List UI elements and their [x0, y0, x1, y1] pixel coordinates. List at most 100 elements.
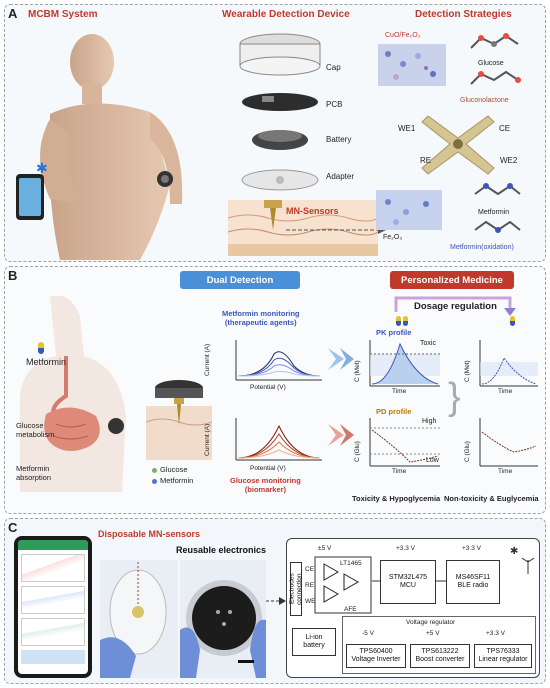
- mcu-supply-voltage: +3.3 V: [396, 545, 415, 552]
- mn-sensor-skin-illustration: [228, 200, 378, 256]
- panel-a-letter: A: [8, 6, 18, 21]
- glucose-current-axis: Current (A): [204, 423, 211, 456]
- fe2o3-particles: [376, 190, 442, 230]
- ble-block: MS46SF11 BLE radio: [446, 560, 500, 604]
- phone-screen: [18, 540, 88, 674]
- metformin-oxidation-label: Metformin(oxidation): [450, 244, 514, 251]
- pin-re: RE: [305, 582, 315, 589]
- metformin-label: Metformin: [478, 209, 510, 216]
- mcu-chip-name: STM32L475: [388, 573, 428, 581]
- metformin-monitoring-title: Metformin monitoring (therapeutic agents…: [222, 309, 300, 327]
- voltage-regulator-box: [342, 616, 536, 674]
- device-layer-battery: Battery: [326, 135, 352, 144]
- disposable-sensors-title: Disposable MN-sensors: [98, 529, 201, 539]
- digestive-body-illustration: [20, 296, 126, 492]
- pk-profile-label: PK profile: [376, 328, 412, 337]
- battery-block: Li-ion battery: [292, 628, 336, 656]
- legend-glucose: Glucose: [160, 465, 188, 474]
- reg1-voltage: -5 V: [362, 630, 374, 637]
- phone-app-screenshot: [14, 536, 92, 678]
- dosage-regulation-arrow: [394, 296, 516, 316]
- gluconolactone-molecule: [470, 70, 521, 85]
- photo-to-schematic-arrow: [266, 597, 286, 605]
- glucose-monitoring-title: Glucose monitoring (biomarker): [230, 476, 301, 494]
- pill-icon-right: [510, 316, 515, 326]
- phone-chart-1: [21, 554, 85, 582]
- disposable-sensor-photo: [100, 560, 178, 678]
- battery-label: Li-ion battery: [303, 633, 325, 649]
- reg1-block: TPS60400 Voltage Inverter: [346, 644, 406, 668]
- low-label: Low: [426, 457, 439, 464]
- reg1-desc: Voltage Inverter: [351, 656, 401, 663]
- pk-right-x-axis: Time: [498, 388, 513, 395]
- phone-chart-3: [21, 618, 85, 646]
- catalyst-fe2o3: Fe₂O₃: [383, 234, 403, 241]
- panel-b-letter: B: [8, 268, 18, 283]
- toxic-label: Toxic: [420, 340, 436, 347]
- device-layer-cap: Cap: [326, 63, 341, 72]
- phone-chart-2: [21, 586, 85, 614]
- afe-label: AFE: [344, 606, 357, 613]
- outcome-right: Non-toxicity & Euglycemia: [444, 494, 539, 503]
- pd-right-y-axis: C (Glu): [464, 441, 471, 462]
- electrodes-connection-label: Electrodes connection: [288, 573, 303, 605]
- voltage-regulator-title: Voltage regulator: [406, 619, 456, 626]
- mcu-block: STM32L475 MCU: [380, 560, 436, 604]
- reg3-chip: TPS76333: [486, 647, 520, 655]
- reg2-voltage: +5 V: [426, 630, 440, 637]
- outcome-left: Toxicity & Hypoglycemia: [352, 494, 441, 503]
- pd-right-x-axis: Time: [498, 468, 513, 475]
- reg1-chip: TPS60400: [359, 647, 393, 655]
- phone-footer: [21, 650, 85, 664]
- afe-supply-voltage: ±5 V: [318, 545, 332, 552]
- pd-chart-hypo: [369, 418, 440, 467]
- reg2-desc: Boost converter: [415, 656, 465, 663]
- mn-sensors-label: MN-Sensors: [286, 206, 339, 216]
- pin-ce: CE: [305, 566, 315, 573]
- opamp-chip-label: LT1465: [340, 560, 362, 567]
- ble-chip-name: MS46SF11: [455, 573, 491, 581]
- reusable-electronics-title: Reusable electronics: [176, 545, 267, 555]
- dosage-regulation-label: Dosage regulation: [414, 301, 497, 312]
- pill-icon-left-2: [403, 316, 408, 326]
- mcbm-system-title: MCBM System: [28, 9, 98, 20]
- ble-label: BLE radio: [457, 582, 489, 589]
- gluconolactone-label: Gluconolactone: [460, 97, 509, 104]
- dual-detection-banner: Dual Detection: [180, 271, 300, 289]
- pk-left-x-axis: Time: [392, 388, 407, 395]
- cuo-particles: [378, 44, 446, 86]
- reg3-voltage: +3.3 V: [486, 630, 505, 637]
- metformin-legend-dot: [152, 479, 157, 484]
- sensor-arrow: [286, 226, 386, 234]
- detection-strategies-title: Detection Strategies: [415, 9, 512, 20]
- device-layer-adapter: Adapter: [326, 172, 355, 181]
- glucose-potential-axis: Potential (V): [250, 465, 286, 472]
- dual-detection-title: Dual Detection: [206, 274, 274, 286]
- pd-left-y-axis: C (Glu): [354, 441, 361, 462]
- metformin-cv-chart: [235, 340, 322, 381]
- afe-opamps: [314, 556, 372, 614]
- glucose-molecule: [470, 33, 519, 49]
- bluetooth-icon-circuit: ✱: [510, 546, 519, 557]
- glucose-cv-chart: [235, 418, 322, 461]
- flow-arrow-top: [328, 348, 354, 370]
- pin-we: WE: [305, 598, 316, 605]
- high-label: High: [422, 418, 437, 425]
- metformin-drug-label: Metformin: [26, 357, 67, 367]
- electrode-we1: WE1: [398, 124, 416, 133]
- personalized-medicine-title: Personalized Medicine: [401, 274, 503, 286]
- phone-app-header: [18, 540, 88, 550]
- glucose-legend-dot: [152, 468, 157, 473]
- electrode-x-shape: [421, 115, 495, 175]
- circuit-wires: [372, 580, 446, 582]
- antenna-icon: [522, 557, 534, 574]
- human-figure-illustration: [16, 34, 183, 260]
- brace-divider: }: [448, 376, 461, 418]
- catalyst-cuo-fe2o3: CuO/Fe₂O₃: [385, 32, 421, 39]
- electrode-re: RE: [420, 156, 432, 165]
- pk-right-y-axis: C (Met): [464, 360, 471, 382]
- ble-supply-voltage: +3.3 V: [462, 545, 481, 552]
- device-layer-pcb: PCB: [326, 100, 343, 109]
- glucose-label: Glucose: [478, 60, 504, 67]
- legend-metformin: Metformin: [160, 476, 194, 485]
